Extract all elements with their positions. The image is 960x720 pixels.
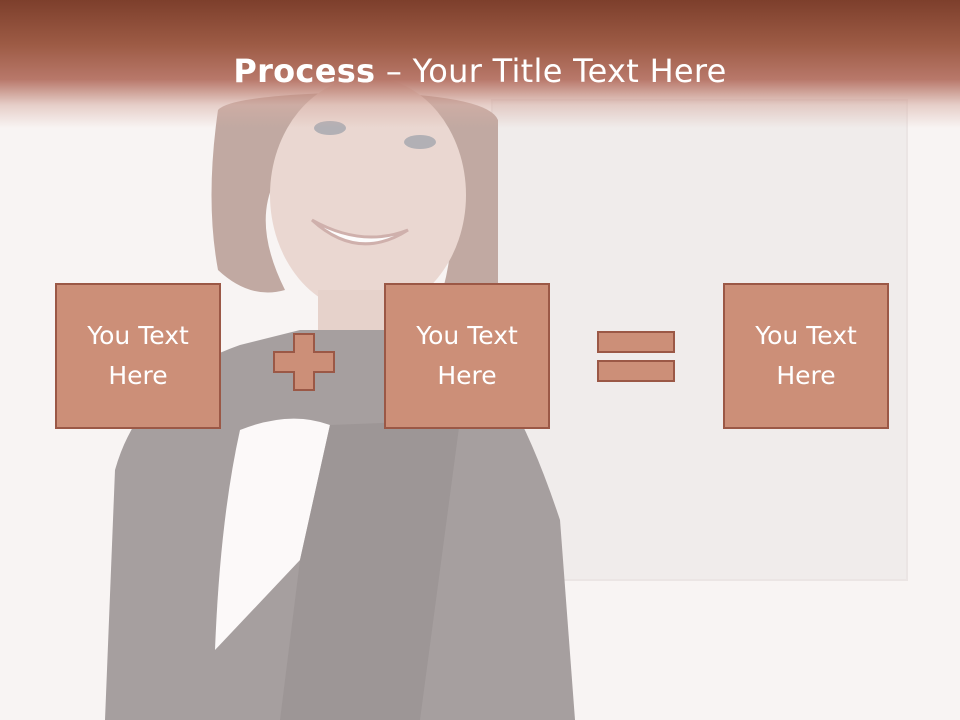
- plus-icon: [273, 333, 335, 391]
- slide-title-rest: – Your Title Text Here: [375, 52, 727, 90]
- process-box-2[interactable]: You Text Here: [384, 283, 550, 429]
- process-box-1[interactable]: You Text Here: [55, 283, 221, 429]
- process-box-3[interactable]: You Text Here: [723, 283, 889, 429]
- process-box-2-text: You Text Here: [416, 321, 518, 390]
- slide-title[interactable]: Process – Your Title Text Here: [0, 52, 960, 90]
- equals-icon: [597, 331, 675, 382]
- slide-title-bold: Process: [233, 52, 376, 90]
- title-band: [0, 0, 960, 128]
- process-box-1-text: You Text Here: [87, 321, 189, 390]
- process-box-3-text: You Text Here: [755, 321, 857, 390]
